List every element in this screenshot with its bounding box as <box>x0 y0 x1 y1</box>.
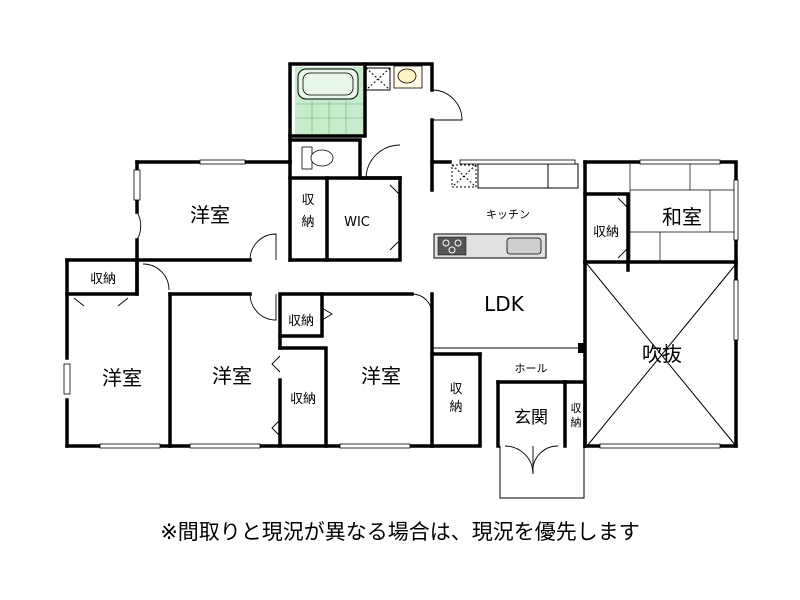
storage-entrance-label-1: 収 <box>571 402 582 415</box>
japanese-room-label: 和室 <box>662 205 702 229</box>
void-diagonals <box>586 263 737 447</box>
storage-lower-label: 収納 <box>290 392 316 407</box>
wic-label: WIC <box>344 215 370 230</box>
tatami-lines <box>629 164 736 262</box>
entrance-porch <box>499 446 585 499</box>
pillar <box>578 343 586 353</box>
back-counter <box>477 163 579 189</box>
walls <box>65 62 738 448</box>
doors <box>73 89 629 475</box>
storage-top-label-2: 納 <box>301 215 314 230</box>
disclaimer-note: ※間取りと現況が異なる場合は、現況を優先します <box>160 520 640 544</box>
bathroom-grid <box>295 101 363 135</box>
washbasin <box>393 65 423 89</box>
western-room-left-label: 洋室 <box>102 366 142 390</box>
storage-japanese-label: 収納 <box>593 225 619 240</box>
storage-left-label: 収納 <box>90 272 116 287</box>
kitchen-counter <box>433 233 547 259</box>
storage-hall-label-1: 収 <box>449 382 462 397</box>
storage-entrance-label-2: 納 <box>571 416 582 429</box>
storage-middle-label: 収納 <box>288 314 314 329</box>
western-room-middle-label: 洋室 <box>212 364 252 388</box>
western-room-right-label: 洋室 <box>361 364 401 388</box>
ldk-label: LDK <box>484 292 525 316</box>
windows <box>63 159 739 449</box>
toilet-bowl <box>301 146 334 170</box>
hall-label: ホール <box>515 362 548 375</box>
kitchen-label: キッチン <box>486 208 530 221</box>
storage-top-label-1: 収 <box>301 193 314 208</box>
fridge-space <box>451 164 477 188</box>
bathtub <box>297 68 359 100</box>
void-label: 吹抜 <box>642 342 682 366</box>
western-room-top-label: 洋室 <box>190 203 230 227</box>
storage-hall-label-2: 納 <box>449 400 462 415</box>
entrance-label: 玄関 <box>514 408 548 428</box>
